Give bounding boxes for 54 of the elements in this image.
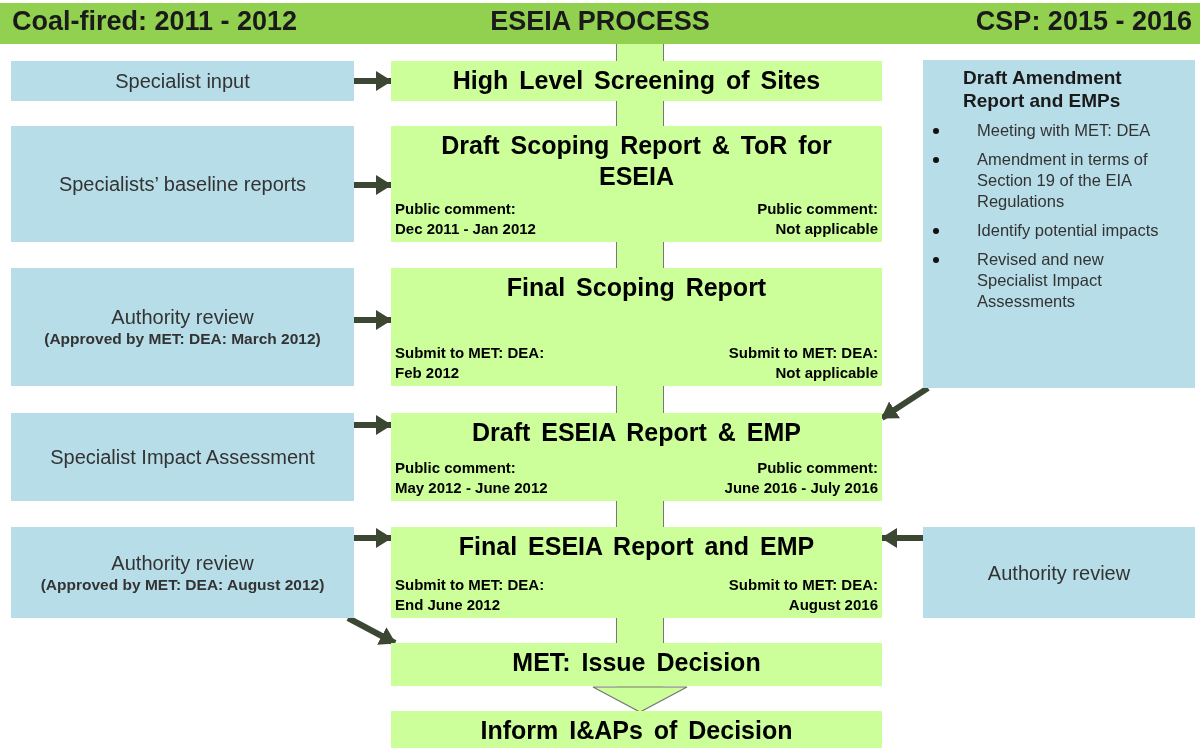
input-box xyxy=(11,527,354,618)
input-title: Authority review xyxy=(987,560,1131,585)
step-title: Final Scoping Report xyxy=(505,272,768,303)
input-title: Specialist input xyxy=(115,69,250,93)
step-title: Final ESEIA Report and EMP xyxy=(457,531,816,562)
process-box xyxy=(391,126,882,242)
step-title: Draft ESEIA Report & EMP xyxy=(471,417,802,448)
step-note: Public comment: Dec 2011 - Jan 2012 xyxy=(395,199,536,239)
input-note: (Approved by MET: DEA: March 2012) xyxy=(43,329,322,349)
step-note: Public comment: June 2016 - July 2016 xyxy=(724,458,878,498)
list-item: Meeting with MET: DEA xyxy=(977,120,1152,141)
process-box xyxy=(391,413,882,501)
header-label: ESEIA PROCESS xyxy=(490,6,710,37)
input-box xyxy=(923,527,1195,618)
step-note: Public comment: Not applicable xyxy=(757,199,878,239)
step-note: Public comment: May 2012 - June 2012 xyxy=(395,458,548,498)
arrow xyxy=(881,528,923,548)
arrow xyxy=(354,528,392,548)
input-box xyxy=(11,126,354,242)
input-title: Specialists’ baseline reports xyxy=(58,172,307,196)
list-item: Amendment in terms of Section 19 of the EIA Regulations xyxy=(977,149,1149,212)
header-band xyxy=(0,3,1200,44)
step-title: Draft Scoping Report & ToR for ESEIA xyxy=(440,130,833,192)
input-box xyxy=(11,413,354,501)
step-title: Inform I&APs of Decision xyxy=(479,715,794,746)
list-item: Revised and new Specialist Impact Assessments xyxy=(977,249,1105,312)
arrow xyxy=(354,415,392,435)
process-box xyxy=(391,711,882,748)
step-note: Submit to MET: DEA: Not applicable xyxy=(728,343,878,383)
header-label: Coal-fired: 2011 - 2012 xyxy=(12,6,298,37)
input-note: (Approved by MET: DEA: August 2012) xyxy=(39,574,326,595)
list-heading: Draft Amendment Report and EMPs xyxy=(963,66,1123,112)
step-title: MET: Issue Decision xyxy=(511,647,762,678)
arrow xyxy=(354,175,392,195)
input-title: Authority review xyxy=(111,550,254,575)
input-box xyxy=(11,61,354,101)
list-item: Identify potential impacts xyxy=(977,220,1160,241)
process-box xyxy=(391,643,882,686)
step-title: High Level Screening of Sites xyxy=(451,65,822,96)
arrow xyxy=(346,615,397,646)
arrow xyxy=(354,310,392,330)
process-box xyxy=(391,268,882,386)
input-title: Specialist Impact Assessment xyxy=(50,445,315,469)
amendment-box xyxy=(923,60,1195,388)
arrow xyxy=(880,385,930,421)
arrow xyxy=(354,71,392,91)
header-label: CSP: 2015 - 2016 xyxy=(975,6,1192,37)
step-note: Submit to MET: DEA: End June 2012 xyxy=(395,575,545,615)
process-box xyxy=(391,61,882,101)
input-title: Authority review xyxy=(111,305,254,329)
step-note: Submit to MET: DEA: August 2016 xyxy=(728,575,878,615)
process-box xyxy=(391,527,882,618)
step-note: Submit to MET: DEA: Feb 2012 xyxy=(395,343,545,383)
input-box xyxy=(11,268,354,386)
